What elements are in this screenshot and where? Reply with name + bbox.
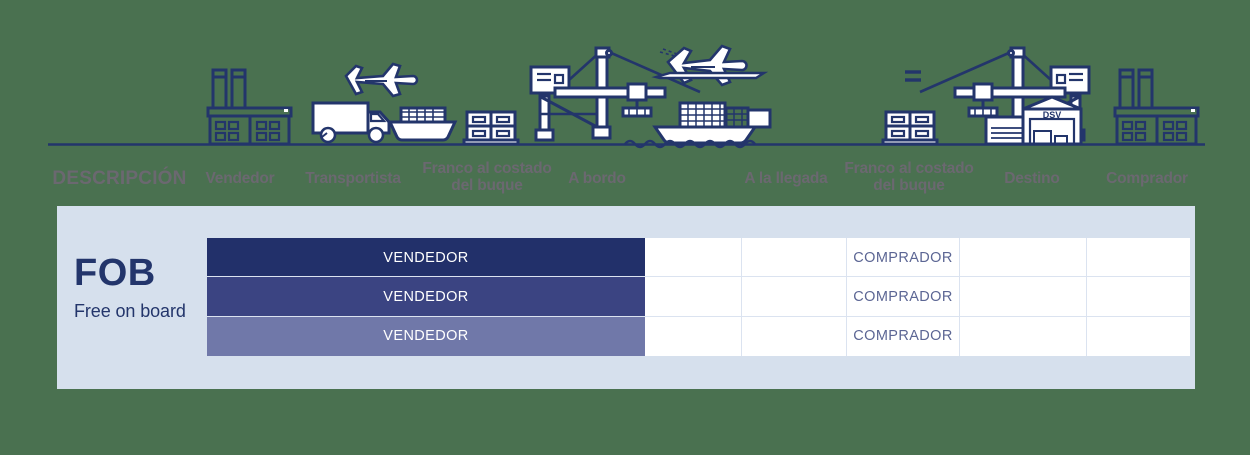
supply-chain-illustration: DSV [0, 0, 1250, 152]
port-crane-icon [529, 46, 701, 142]
description-label: DESCRIPCIÓN [52, 168, 187, 189]
cell-comprador: COMPRADOR [846, 238, 959, 278]
incoterm-label-block: FOB Free on board [74, 254, 214, 323]
factory-icon [206, 68, 293, 146]
table-row: VENDEDOR COMPRADOR [207, 238, 1190, 278]
stage-label-franco-costado-destino: Franco al costado del buque [844, 160, 974, 195]
incoterm-name: Free on board [74, 301, 186, 321]
stage-label-transportista: Transportista [305, 170, 401, 187]
stage-label-destino: Destino [1004, 170, 1060, 187]
cell-empty-2 [741, 238, 846, 278]
cargo-ship-small-icon [387, 106, 458, 142]
cell-empty-1 [645, 238, 741, 277]
container-stack-2-icon [881, 110, 939, 146]
stage-label-a-la-llegada: A la llegada [744, 170, 828, 187]
cell-empty-4 [1086, 316, 1190, 356]
cell-empty-1 [645, 317, 741, 356]
responsibility-grid: VENDEDOR COMPRADOR VENDEDOR COMPRADOR [207, 238, 1190, 356]
seller-span: VENDEDOR [207, 316, 645, 356]
cell-empty-3 [959, 277, 1086, 317]
cell-empty-3 [959, 316, 1086, 356]
cell-empty-1 [645, 277, 741, 316]
airplane-landing-icon [651, 44, 769, 87]
airplane-icon [344, 62, 419, 98]
cell-comprador: COMPRADOR [846, 316, 959, 356]
stage-label-franco-costado-origen: Franco al costado del buque [422, 160, 552, 195]
cell-empty-3 [959, 238, 1086, 278]
seller-span: VENDEDOR [207, 238, 645, 278]
stage-label-a-bordo: A bordo [568, 170, 626, 187]
container-ship-icon [652, 101, 772, 145]
cell-empty-4 [1086, 238, 1190, 278]
stage-label-comprador: Comprador [1106, 170, 1188, 187]
warehouse-icon: DSV [984, 95, 1083, 146]
warehouse-sign-text: DSV [1043, 110, 1062, 120]
cell-empty-4 [1086, 277, 1190, 317]
table-row: VENDEDOR COMPRADOR [207, 277, 1190, 317]
container-stack-icon [462, 110, 520, 146]
stage-labels-row: DESCRIPCIÓN Vendedor Transportista Franc… [0, 152, 1250, 202]
stage-label-vendedor: Vendedor [205, 170, 275, 187]
row-separator [207, 315, 1190, 317]
truck-icon [311, 101, 391, 144]
factory-destination-icon [1113, 68, 1200, 146]
cell-comprador: COMPRADOR [846, 277, 959, 317]
incoterm-code: FOB [74, 252, 156, 294]
incoterm-panel: FOB Free on board VENDEDOR COMPRADOR VEN… [57, 206, 1195, 389]
row-separator [207, 276, 1190, 278]
table-row: VENDEDOR COMPRADOR [207, 316, 1190, 356]
equals-icon [905, 70, 921, 82]
cell-empty-2 [741, 316, 846, 356]
seller-span: VENDEDOR [207, 277, 645, 317]
water-waves-icon [624, 139, 756, 149]
cell-empty-2 [741, 277, 846, 317]
